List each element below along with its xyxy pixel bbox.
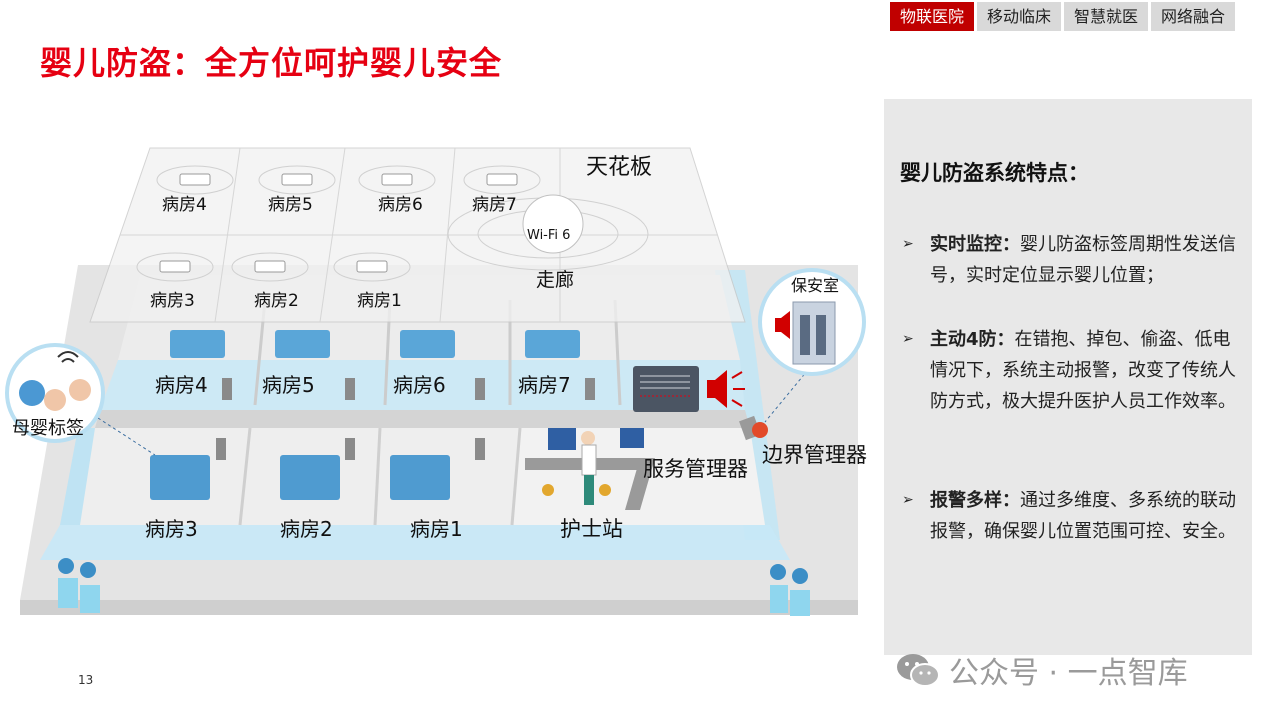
label-ceiling: 天花板 — [586, 155, 652, 180]
label-service-manager: 服务管理器 — [643, 457, 748, 481]
service-manager-device — [633, 366, 699, 412]
feature-key: 报警多样： — [930, 490, 1020, 511]
ceiling-room-label: 病房1 — [357, 291, 402, 311]
feature-item: ➢ 实时监控：婴儿防盗标签周期性发送信号，实时定位显示婴儿位置； — [902, 229, 1237, 291]
corridor-strip — [95, 410, 750, 428]
page-title: 婴儿防盗：全方位呵护婴儿安全 — [40, 44, 503, 82]
ceiling-room-label: 病房5 — [268, 195, 313, 215]
arrow-bullet-icon: ➢ — [902, 236, 914, 252]
ceiling-room-label: 病房2 — [254, 291, 299, 311]
tab-iot-hospital[interactable]: 物联医院 — [890, 2, 975, 31]
feature-text: 通过多维度、多系统的联动报警，确保婴儿位置范围可控、安全。 — [930, 490, 1236, 542]
back-rooms-wall — [100, 360, 745, 410]
label-mother-baby-tag: 母婴标签 — [12, 418, 84, 439]
ceiling-room-label: 病房3 — [150, 291, 195, 311]
plant-right-icon — [770, 564, 810, 616]
front-room-label: 病房3 — [145, 517, 198, 541]
page-number: 13 — [78, 673, 94, 687]
features-panel: 婴儿防盗系统特点： ➢ 实时监控：婴儿防盗标签周期性发送信号，实时定位显示婴儿位… — [884, 99, 1252, 655]
front-room-label: 病房2 — [280, 517, 333, 541]
alarm-speaker-icon — [707, 370, 745, 408]
front-beds — [150, 455, 450, 500]
watermark: 公众号 · 一点智库 — [895, 648, 1188, 692]
ceiling-room-label: 病房6 — [378, 195, 423, 215]
wechat-icon — [897, 654, 940, 687]
front-room-label: 病房1 — [410, 517, 463, 541]
arrow-bullet-icon: ➢ — [902, 492, 914, 508]
ceiling-room-label: 病房7 — [472, 195, 517, 215]
ceiling-sensors — [136, 165, 649, 282]
feature-text: 婴儿防盗标签周期性发送信号，实时定位显示婴儿位置； — [930, 234, 1236, 286]
arrow-bullet-icon: ➢ — [902, 331, 914, 347]
back-beds — [170, 330, 580, 358]
floor-edge — [20, 600, 858, 615]
tab-network-fusion[interactable]: 网络融合 — [1151, 2, 1236, 31]
doors — [216, 378, 595, 460]
ward-diagram: 天花板 Wi-Fi 6 走廊 病房4 病房5 病房6 病房7 病房3 病房2 病… — [5, 147, 867, 616]
feature-item: ➢ 报警多样：通过多维度、多系统的联动报警，确保婴儿位置范围可控、安全。 — [902, 485, 1237, 547]
back-room-label: 病房5 — [262, 373, 315, 397]
top-nav-tabs: 物联医院 移动临床 智慧就医 网络融合 — [890, 2, 1236, 31]
watermark-text: 公众号 · 一点智库 — [949, 656, 1188, 691]
label-corridor: 走廊 — [536, 269, 574, 291]
feature-item: ➢ 主动4防：在错抱、掉包、偷盗、低电情况下，系统主动报警，改变了传统人防方式，… — [902, 324, 1237, 417]
label-nurse-station: 护士站 — [560, 517, 623, 541]
back-room-label: 病房4 — [155, 373, 208, 397]
front-glass-wall — [40, 525, 790, 560]
mother-baby-tag-bubble — [5, 343, 156, 456]
security-room-bubble — [758, 268, 866, 423]
ceiling-room-label: 病房4 — [162, 195, 207, 215]
front-dividers — [238, 427, 522, 526]
feature-text: 在错抱、掉包、偷盗、低电情况下，系统主动报警，改变了传统人防方式，极大提升医护人… — [930, 329, 1236, 412]
plant-left-icon — [58, 558, 100, 613]
panel-title: 婴儿防盗系统特点： — [900, 161, 1089, 185]
back-room-label: 病房6 — [393, 373, 446, 397]
tab-smart-care[interactable]: 智慧就医 — [1064, 2, 1149, 31]
back-room-label: 病房7 — [518, 373, 571, 397]
label-wifi6: Wi-Fi 6 — [527, 228, 570, 243]
boundary-manager-device — [739, 415, 768, 441]
tab-mobile-clinical[interactable]: 移动临床 — [977, 2, 1062, 31]
label-boundary-manager: 边界管理器 — [762, 443, 867, 467]
wifi6-ap-icon — [522, 194, 584, 254]
front-left-wall — [60, 428, 95, 525]
feature-key: 实时监控： — [930, 234, 1020, 255]
label-security-room: 保安室 — [791, 276, 839, 295]
nurse-desk — [525, 428, 655, 510]
feature-key: 主动4防： — [930, 329, 1015, 350]
